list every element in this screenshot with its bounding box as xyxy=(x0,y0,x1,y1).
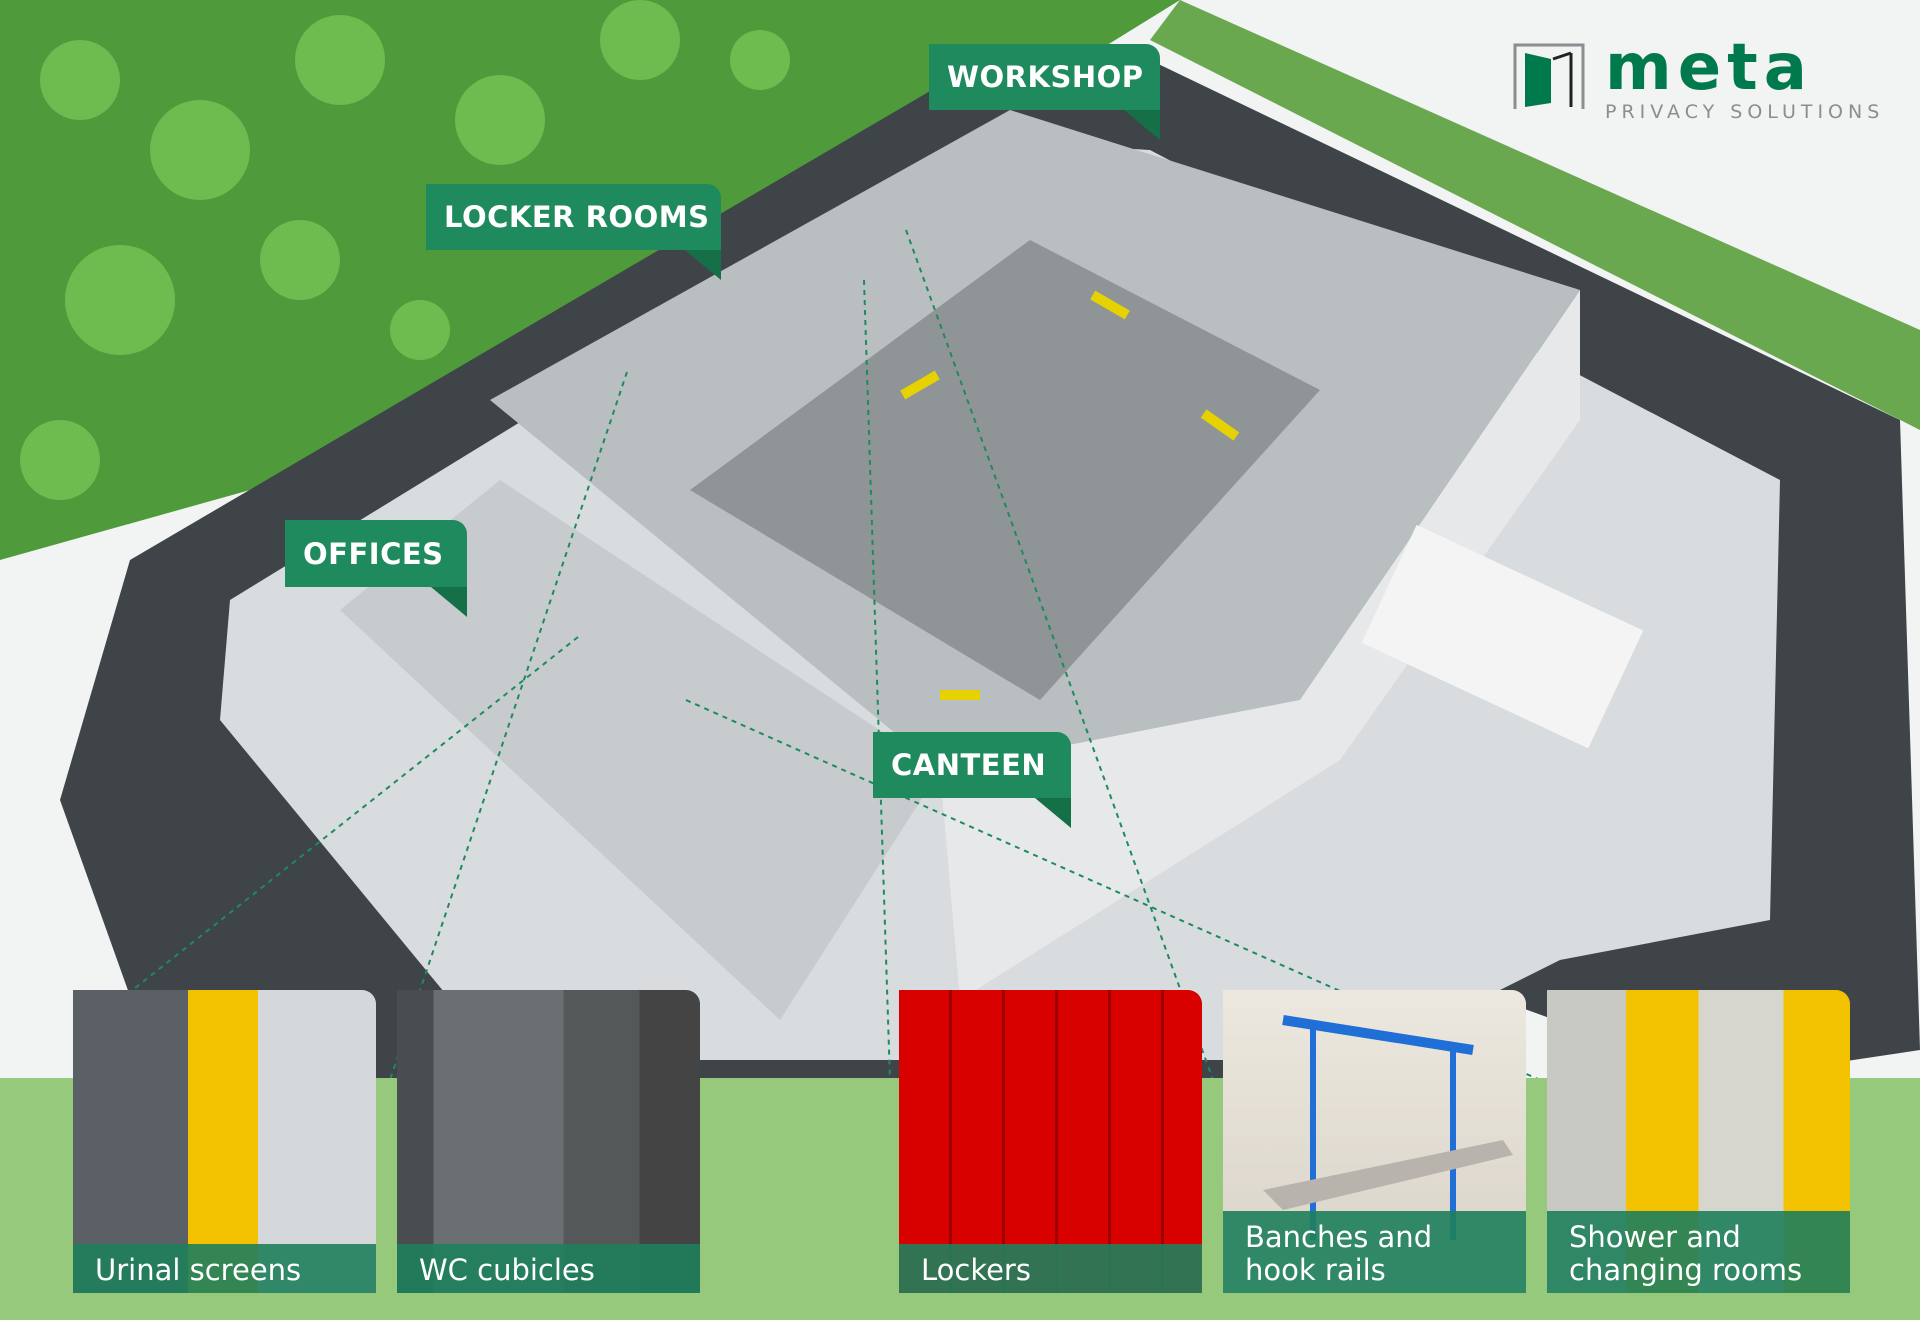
card-lockers: Lockers xyxy=(899,990,1202,1293)
card-caption: Lockers xyxy=(899,1244,1202,1293)
card-wc-cubicles: WC cubicles xyxy=(397,990,700,1293)
card-benches-hook-rails: Banches and hook rails xyxy=(1223,990,1526,1293)
bench-illustration xyxy=(1263,1015,1513,1240)
card-caption: WC cubicles xyxy=(397,1244,700,1293)
label-workshop: WORKSHOP xyxy=(929,44,1160,140)
workshop-floor xyxy=(690,240,1320,700)
label-offices: OFFICES xyxy=(285,520,467,617)
label-locker-rooms: LOCKER ROOMS xyxy=(426,184,721,280)
brand-tagline: PRIVACY SOLUTIONS xyxy=(1605,101,1885,123)
building-wall xyxy=(940,290,1580,1000)
card-urinal-screens: Urinal screens xyxy=(73,990,376,1293)
card-caption: Urinal screens xyxy=(73,1244,376,1293)
brand-logo: meta PRIVACY SOLUTIONS xyxy=(1513,31,1893,123)
grass-right xyxy=(1150,0,1920,430)
card-caption: Banches and hook rails xyxy=(1223,1211,1526,1293)
offices-block xyxy=(340,480,940,1020)
card-shower-changing-rooms: Shower and changing rooms xyxy=(1547,990,1850,1293)
door-icon xyxy=(1513,43,1585,109)
card-caption: Shower and changing rooms xyxy=(1547,1211,1850,1293)
label-canteen: CANTEEN xyxy=(873,732,1071,828)
brand-name: meta xyxy=(1605,31,1813,105)
truck xyxy=(1361,524,1644,749)
